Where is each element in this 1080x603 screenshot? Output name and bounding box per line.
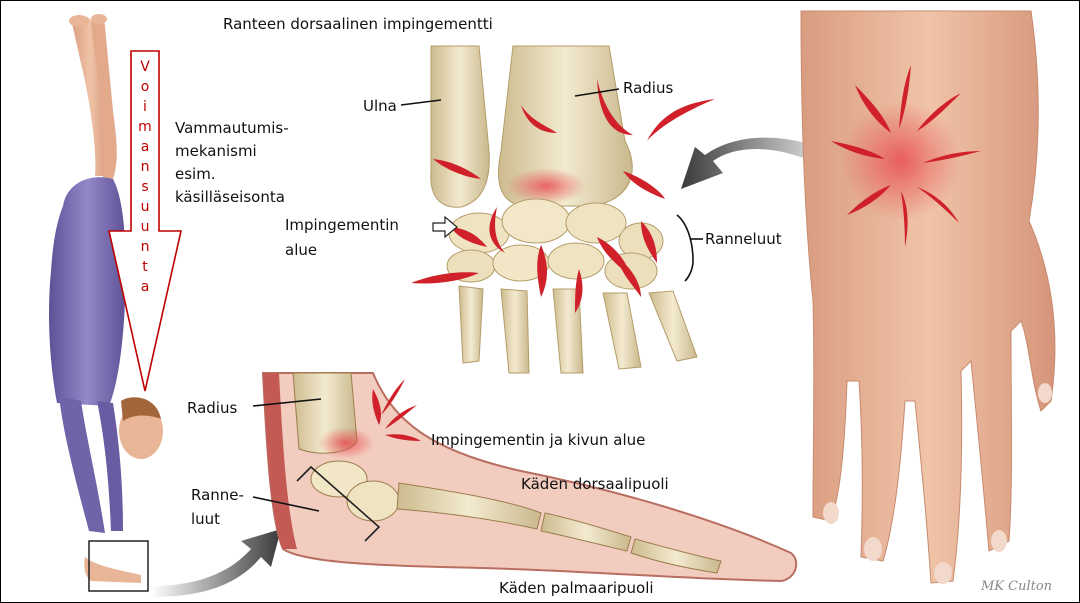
label-carpals-top: Ranneluut: [705, 230, 782, 248]
force-direction-letter: n: [135, 159, 155, 175]
mechanism-label-line-1: Vammautumis-: [175, 119, 289, 137]
label-ulna: Ulna: [363, 97, 397, 115]
mechanism-label-line-2: mekanismi: [175, 142, 257, 160]
grey-curved-arrow-icon: [151, 529, 281, 597]
artist-signature: MK Culton: [981, 579, 1052, 594]
mechanism-label-line-4: käsilläseisonta: [175, 188, 285, 206]
force-direction-letter: V: [135, 59, 155, 75]
figure-title: Ranteen dorsaalinen impingementti: [223, 15, 493, 33]
label-radius-bottom: Radius: [187, 399, 237, 417]
force-direction-letter: u: [135, 199, 155, 215]
force-direction-letter: a: [135, 279, 155, 295]
label-palmar-side: Käden palmaaripuoli: [499, 579, 654, 597]
label-impingement-pain-area: Impingementin ja kivun alue: [431, 431, 645, 449]
label-carpals-bottom-line-1: Ranne-: [191, 486, 244, 504]
label-carpals-bottom-line-2: luut: [191, 510, 220, 528]
label-dorsal-side: Käden dorsaalipuoli: [521, 475, 669, 493]
force-direction-letter: s: [135, 179, 155, 195]
force-direction-letter: o: [135, 79, 155, 95]
hand-dorsal-illustration: [801, 11, 1055, 584]
force-direction-letter: m: [135, 119, 155, 135]
force-direction-letter: n: [135, 239, 155, 255]
label-impingement-area-line-2: alue: [285, 241, 317, 259]
force-direction-letter: t: [135, 259, 155, 275]
label-impingement-area-line-1: Impingementin: [285, 216, 399, 234]
force-direction-letter: u: [135, 219, 155, 235]
force-direction-letter: i: [135, 99, 155, 115]
force-direction-letter: a: [135, 139, 155, 155]
label-radius-top: Radius: [623, 79, 673, 97]
mechanism-label-line-3: esim.: [175, 165, 216, 183]
